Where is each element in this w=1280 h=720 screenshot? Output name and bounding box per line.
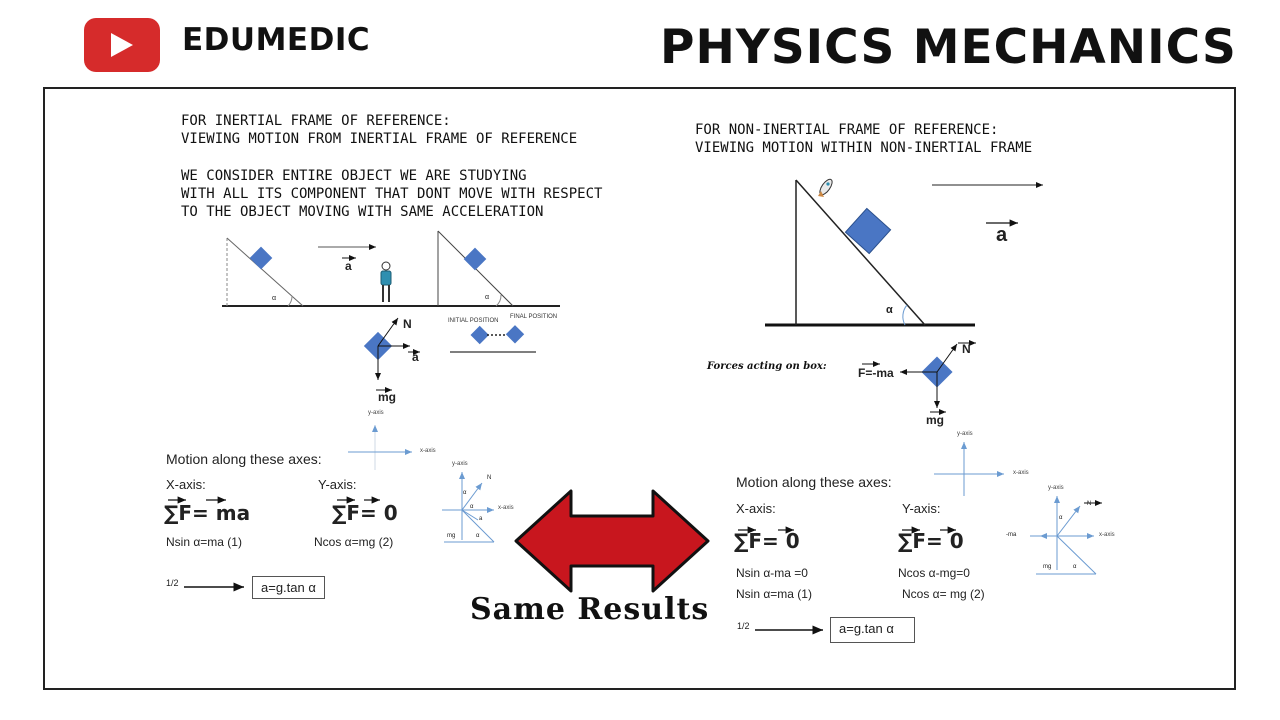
left-mini-diagram [442,472,495,543]
left-x-equation: ∑F= ma [164,501,251,525]
right-x-component-1: Nsin α-ma =0 [736,566,808,580]
left-heading-2: VIEWING MOTION FROM INERTIAL FRAME OF RE… [181,131,578,147]
right-mini-N: N [1087,501,1092,507]
left-force-a: a [412,350,419,364]
right-angle-label: α [886,304,893,316]
left-x-component: Nsin α=ma (1) [166,535,242,549]
right-y-equation: ∑F= 0 [898,529,964,553]
right-y-component-1: Ncos α-mg=0 [898,566,970,580]
right-accel-label: a [996,224,1008,246]
observer-figure [380,261,392,302]
right-force-mg: mg [926,413,944,427]
play-button-icon [111,33,133,57]
right-y-axis-label: y-axis [957,431,973,437]
left-x-label: X-axis: [166,477,206,492]
right-x-label: X-axis: [736,501,776,516]
rocket-icon [818,178,833,197]
right-mini-alpha-2: α [1073,564,1077,570]
right-mini-mg: mg [1043,564,1052,570]
left-mini-a: a [479,516,483,522]
left-mini-x-axis: x-axis [498,505,514,511]
left-y-equation: ∑F= 0 [332,501,398,525]
left-axes [348,425,412,470]
left-mini-alpha-1: α [463,490,467,496]
right-mini-x-axis: x-axis [1099,532,1115,538]
right-force-N: N [962,342,971,356]
left-free-body [363,317,420,393]
left-force-mg: mg [378,390,396,404]
page-title: PHYSICS MECHANICS [660,20,1237,75]
right-x-component-2: Nsin α=ma (1) [736,587,812,601]
left-heading-1: FOR INERTIAL FRAME OF REFERENCE: [181,113,451,129]
left-mini-alpha-3: α [476,533,480,539]
right-heading-2: VIEWING MOTION WITHIN NON-INERTIAL FRAME [695,140,1033,156]
right-result-box: a=g.tan α [830,617,915,643]
right-free-body [862,340,976,415]
left-incline-final [437,230,514,307]
right-x-axis-label: x-axis [1013,470,1029,476]
left-note-1: WE CONSIDER ENTIRE OBJECT WE ARE STUDYIN… [181,168,527,184]
left-angle-1: α [272,295,277,302]
right-mini-diagram [1030,496,1102,575]
left-x-axis-label: x-axis [420,448,436,454]
same-results-label: Same Results [470,592,710,627]
right-heading-1: FOR NON-INERTIAL FRAME OF REFERENCE: [695,122,999,138]
left-force-N: N [403,317,412,331]
left-note-3: TO THE OBJECT MOVING WITH SAME ACCELERAT… [181,204,544,220]
double-arrow [514,489,710,593]
right-motion-heading: Motion along these axes: [736,474,892,490]
left-note-2: WITH ALL ITS COMPONENT THAT DONT MOVE WI… [181,186,603,202]
right-x-equation: ∑F= 0 [734,529,800,553]
final-position-label: FINAL POSITION [510,314,558,320]
right-mini-y-axis: y-axis [1048,485,1064,491]
left-result-box: a=g.tan α [252,576,325,599]
right-mini-alpha-1: α [1059,515,1063,521]
left-mini-mg: mg [447,533,456,539]
left-mini-y-axis: y-axis [452,461,468,467]
right-axes [934,442,1004,496]
right-ratio: 1/2 [737,621,750,631]
brand-name: EDUMEDIC [182,22,371,58]
right-y-component-2: Ncos α= mg (2) [902,587,985,601]
left-y-label: Y-axis: [318,477,357,492]
right-mini-ma: -ma [1006,532,1017,538]
left-position-diagram [450,325,536,353]
forces-acting-label: Forces acting on box: [707,361,827,372]
youtube-logo [84,18,160,72]
content-panel [43,87,1236,690]
left-mini-N: N [487,475,492,481]
left-y-axis-label: y-axis [368,410,384,416]
left-ratio: 1/2 [166,578,179,588]
right-incline [765,178,975,327]
left-y-component: Ncos α=mg (2) [314,535,394,549]
left-angle-2: α [485,294,490,301]
right-y-label: Y-axis: [902,501,941,516]
left-accel-label: a [345,259,352,273]
right-force-Fma: F=-ma [858,366,894,380]
initial-position-label: INITIAL POSITION [448,318,499,324]
left-mini-alpha-2: α [470,504,474,510]
left-motion-heading: Motion along these axes: [166,451,322,467]
